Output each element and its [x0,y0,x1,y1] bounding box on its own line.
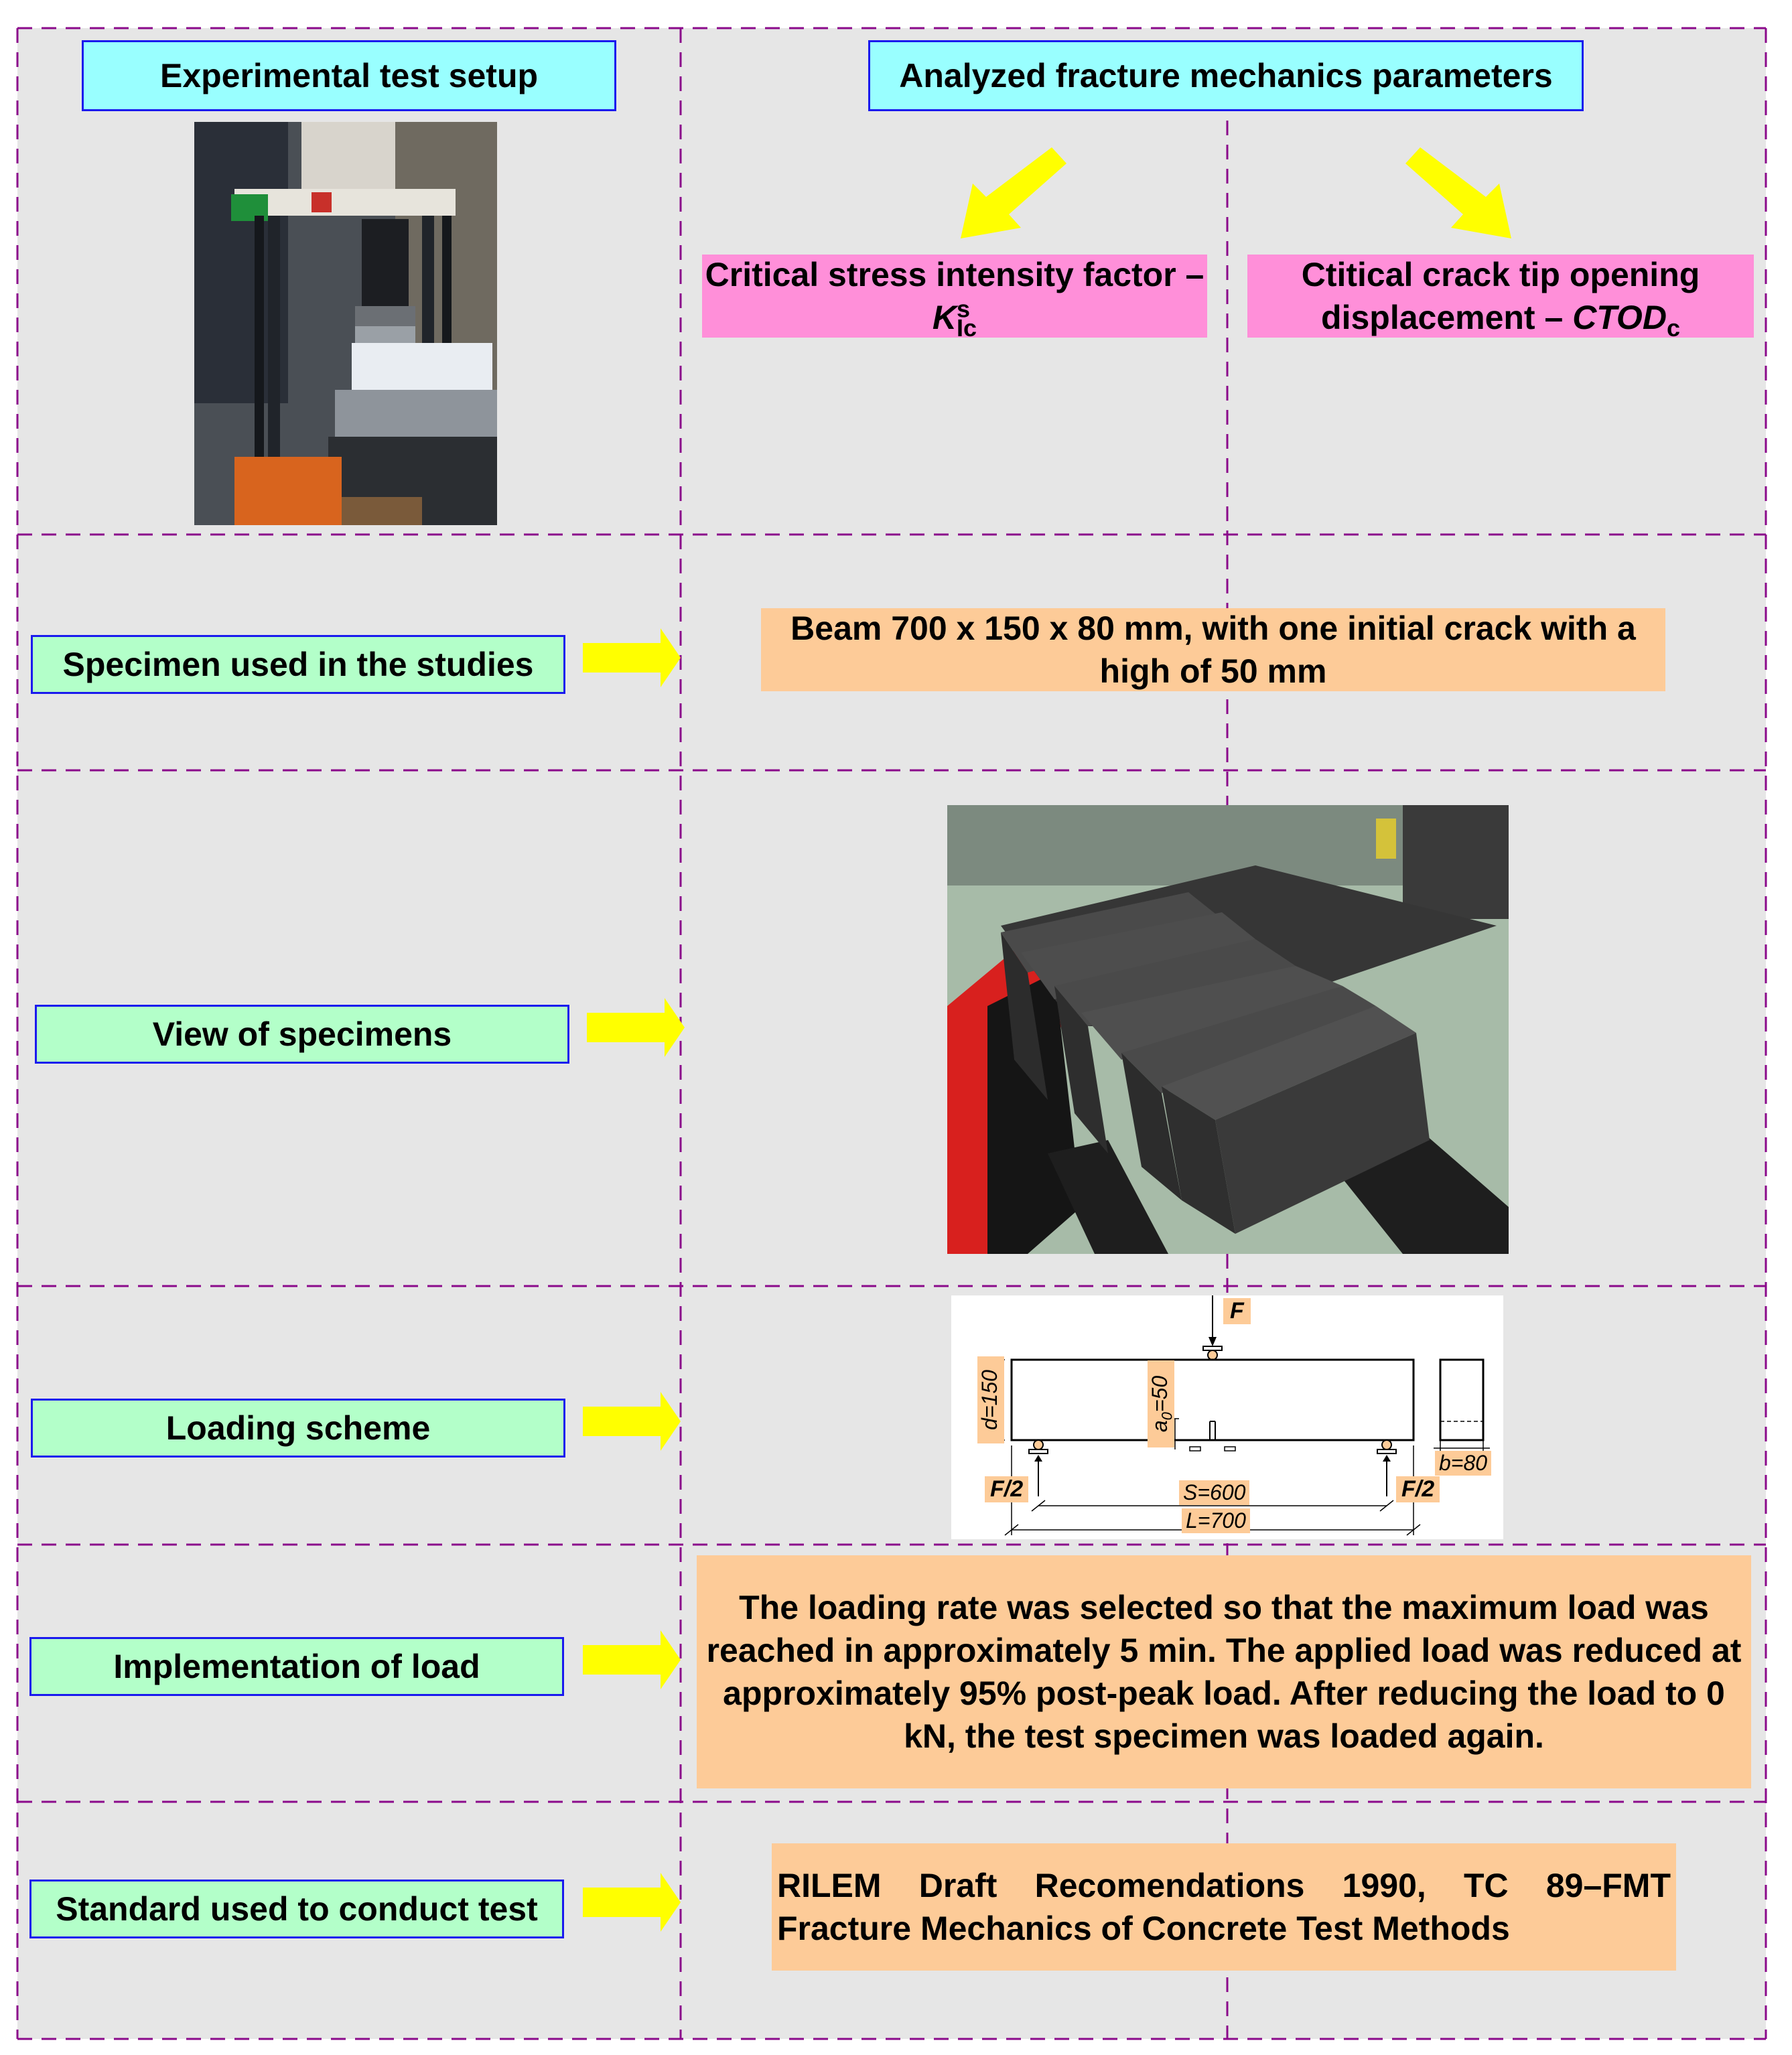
parameters-title: Analyzed fracture mechanics parameters [868,40,1584,111]
test-machine-photo [194,122,497,525]
kic-parameter-box: Critical stress intensity factor – KsIc [702,255,1207,340]
standard-label: Standard used to conduct test [29,1880,564,1938]
ctod-parameter-box: Ctitical crack tip opening displacement … [1247,255,1754,340]
width-label: b=80 [1435,1451,1492,1476]
arrow-right-icon [583,1392,681,1451]
arrow-down-right-icon [1405,147,1511,238]
experimental-setup-title: Experimental test setup [82,40,616,111]
arrow-right-icon [587,998,685,1057]
arrow-right-icon [583,1630,681,1689]
notch-label: a0=50 [1148,1360,1175,1447]
specimens-photo [947,805,1509,1254]
span-label: S=600 [1179,1480,1250,1505]
right-support-force-label: F/2 [1396,1476,1440,1502]
arrow-right-icon [583,1873,681,1932]
specimen-description: Beam 700 x 150 x 80 mm, with one initial… [761,608,1665,691]
force-label: F [1223,1298,1251,1324]
arrow-down-left-icon [961,147,1066,238]
standard-description: RILEM Draft Recomendations 1990, TC 89–F… [772,1843,1676,1971]
loading-scheme-drawing: F d=150 a0=50 b=80 F/2 F/2 S=600 L=700 [951,1295,1503,1539]
view-specimens-label: View of specimens [35,1005,569,1064]
left-support-force-label: F/2 [985,1476,1029,1502]
arrow-right-icon [583,628,681,687]
depth-label: d=150 [977,1356,1004,1443]
length-label: L=700 [1182,1508,1250,1533]
implementation-label: Implementation of load [29,1637,564,1696]
specimen-label: Specimen used in the studies [31,635,565,694]
loading-scheme-label: Loading scheme [31,1399,565,1458]
load-implementation-description: The loading rate was selected so that th… [697,1555,1751,1788]
